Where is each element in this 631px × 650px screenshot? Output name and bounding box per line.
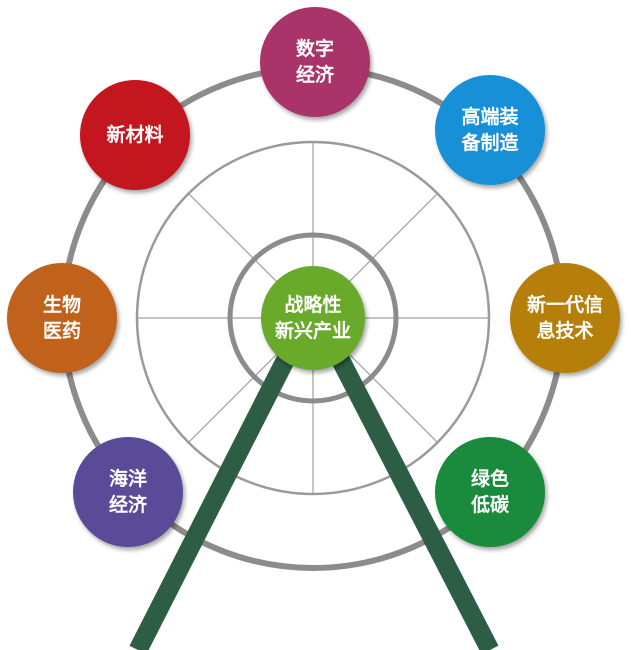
node-label-line1: 海洋 xyxy=(108,468,147,490)
node-label-line2: 低碳 xyxy=(470,494,509,516)
center-label-line1: 战略性 xyxy=(284,294,342,316)
center-label-line2: 新兴产业 xyxy=(274,320,351,342)
node-green-low-carbon: 绿色低碳 xyxy=(435,437,545,547)
node-label-line2: 息技术 xyxy=(536,320,594,342)
left-leg xyxy=(129,350,297,650)
node-label-line1: 数字 xyxy=(295,38,334,60)
node-high-end-equipment: 高端装备制造 xyxy=(435,75,545,185)
node-label-line1: 新材料 xyxy=(106,124,164,146)
node-label-line2: 医药 xyxy=(42,320,81,342)
node-label-line1: 生物 xyxy=(42,294,81,316)
node-label-line1: 新一代信 xyxy=(526,294,603,316)
node-new-generation-it: 新一代信息技术 xyxy=(510,263,620,373)
middle-ring xyxy=(135,140,491,496)
node-label-line2: 经济 xyxy=(295,64,334,86)
right-leg xyxy=(329,350,499,650)
node-biomedicine: 生物医药 xyxy=(7,263,117,373)
node-digital-economy: 数字经济 xyxy=(260,7,370,117)
node-label-line1: 高端装 xyxy=(461,106,519,128)
center-hub: 战略性新兴产业 xyxy=(261,266,365,370)
node-label-line1: 绿色 xyxy=(470,468,509,490)
node-label-line2: 备制造 xyxy=(461,132,519,154)
inner-ring xyxy=(227,232,399,404)
node-new-materials: 新材料 xyxy=(80,80,190,190)
node-marine-economy: 海洋经济 xyxy=(73,437,183,547)
node-label-line2: 经济 xyxy=(108,494,147,516)
